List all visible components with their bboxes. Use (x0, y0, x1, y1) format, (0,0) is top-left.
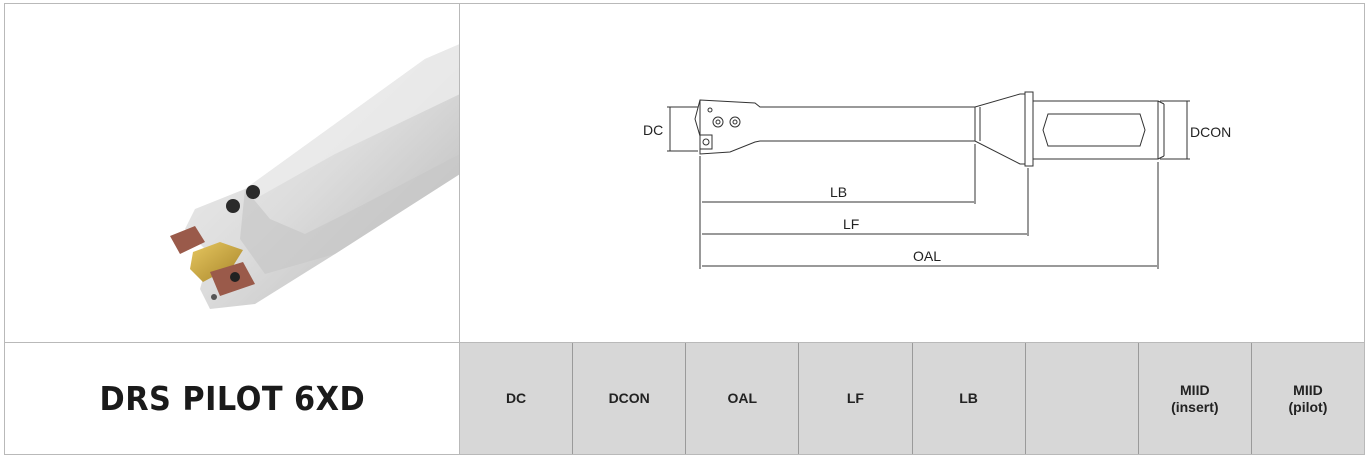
product-photo (5, 4, 460, 342)
coolant-hole (246, 185, 260, 199)
product-spec-sheet: DC DCON LB LF OAL DRS PILOT 6XD DC DCON … (4, 3, 1365, 455)
header-dcon: DCON (572, 343, 686, 454)
product-title-cell: DRS PILOT 6XD (5, 343, 460, 454)
insert-symbol (699, 134, 713, 150)
header-lb: LB (911, 343, 1025, 454)
product-title: DRS PILOT 6XD (99, 379, 365, 418)
header-empty (1024, 343, 1138, 454)
tool-outline (699, 93, 1029, 165)
label-lf: LF (843, 216, 859, 232)
row-divider (5, 342, 1364, 343)
spec-table-header: DC DCON OAL LF LB MIID(insert) MIID(pilo… (460, 343, 1364, 454)
gold-insert (190, 242, 243, 282)
tool-shank (1032, 100, 1159, 160)
label-dc: DC (643, 122, 663, 138)
label-lb: LB (830, 184, 847, 200)
insert-screw (230, 272, 240, 282)
coolant-hole-left (712, 116, 724, 128)
drill-product-image (170, 44, 459, 309)
header-miid-insert: MIID(insert) (1137, 343, 1251, 454)
technical-diagram: DC DCON LB LF OAL (460, 4, 1364, 342)
coolant-hole (211, 294, 217, 300)
header-dc: DC (460, 343, 573, 454)
drill-dimension-drawing: DC DCON LB LF OAL (643, 91, 1231, 269)
copper-insert (170, 226, 205, 254)
label-dcon: DCON (1190, 124, 1231, 140)
coolant-hole-right (729, 116, 741, 128)
header-oal: OAL (685, 343, 799, 454)
header-miid-pilot: MIID(pilot) (1250, 343, 1364, 454)
header-lf: LF (798, 343, 912, 454)
coolant-hole (226, 199, 240, 213)
label-oal: OAL (913, 248, 941, 264)
